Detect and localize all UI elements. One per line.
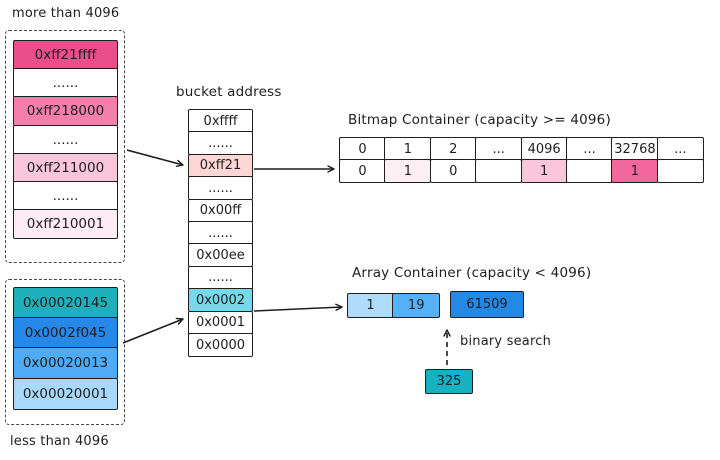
bucket-column: 0xffff ...... 0xff21 ...... 0x00ff .....… <box>188 109 253 358</box>
bitmap-value-cell: 1 <box>520 159 568 184</box>
address-cell: 0x00020145 <box>13 287 118 319</box>
bitmap-header-row: 0 1 2 ... 4096 ... 32768 ... <box>339 137 704 161</box>
bitmap-header-cell: 32768 <box>611 137 659 161</box>
bitmap-container-grid: 0 1 2 ... 4096 ... 32768 ... 0 1 0 1 1 <box>339 137 704 184</box>
address-cell: 0xff211000 <box>13 152 118 183</box>
address-cell: 0x0002f045 <box>13 317 118 350</box>
low-group-box <box>5 279 125 425</box>
bitmap-value-cell: 0 <box>429 159 477 184</box>
array-container-cells: 1 19 <box>347 293 441 318</box>
bucket-cell: ...... <box>188 221 253 246</box>
address-cell: ...... <box>13 124 118 155</box>
bitmap-value-cell <box>475 159 523 184</box>
bucket-cell: ...... <box>188 176 253 201</box>
arrow-low-group-to-bucket <box>122 317 184 344</box>
bitmap-value-cell <box>656 159 704 184</box>
bitmap-header-cell: ... <box>566 137 614 161</box>
address-cell: ...... <box>13 68 118 99</box>
address-cell: 0xff218000 <box>13 96 118 127</box>
address-cell: ...... <box>13 181 118 212</box>
array-cell: 61509 <box>450 291 524 318</box>
search-value-box: 325 <box>425 369 473 394</box>
low-group-label: less than 4096 <box>10 434 109 449</box>
array-container-title: Array Container (capacity < 4096) <box>352 265 592 281</box>
bitmap-header-cell: 2 <box>429 137 477 161</box>
bitmap-header-cell: 4096 <box>520 137 568 161</box>
bucket-cell: ...... <box>188 265 253 290</box>
bucket-cell: 0x00ff <box>188 198 253 223</box>
bitmap-header-cell: ... <box>475 137 523 161</box>
address-cell: 0xff210001 <box>13 209 118 240</box>
bitmap-value-row: 0 1 0 1 1 <box>339 159 704 184</box>
low-group-rows: 0x00020145 0x0002f045 0x00020013 0x00020… <box>13 287 118 410</box>
bucket-cell: 0xffff <box>188 109 253 133</box>
high-group-rows: 0xff21ffff ...... 0xff218000 ...... 0xff… <box>13 40 118 240</box>
bucket-cell: 0x0000 <box>188 333 253 358</box>
bucket-cell: ...... <box>188 131 253 156</box>
arrow-bucket-to-array <box>253 303 343 312</box>
bitmap-value-cell <box>566 159 614 184</box>
high-group-box <box>5 30 125 263</box>
bucket-cell: 0x0002 <box>188 288 253 313</box>
arrow-high-group-to-bucket <box>126 149 184 168</box>
bitmap-header-cell: 0 <box>339 137 386 161</box>
address-cell: 0xff21ffff <box>13 40 118 70</box>
bucket-address-label: bucket address <box>176 84 282 100</box>
address-cell: 0x00020001 <box>13 377 118 410</box>
high-group-label: more than 4096 <box>12 6 120 21</box>
bucket-cell: 0x0001 <box>188 310 253 335</box>
bitmap-value-cell: 1 <box>611 159 659 184</box>
bucket-cell: 0x00ee <box>188 243 253 268</box>
bucket-cell: 0xff21 <box>188 153 253 178</box>
address-cell: 0x00020013 <box>13 347 118 380</box>
bitmap-value-cell: 0 <box>339 159 386 184</box>
array-cell: 19 <box>392 293 441 318</box>
bitmap-container-title: Bitmap Container (capacity >= 4096) <box>348 112 611 128</box>
bitmap-value-cell: 1 <box>384 159 432 184</box>
binary-search-label: binary search <box>460 334 552 349</box>
array-cell: 1 <box>347 293 394 318</box>
bitmap-header-cell: ... <box>656 137 704 161</box>
bitmap-header-cell: 1 <box>384 137 432 161</box>
